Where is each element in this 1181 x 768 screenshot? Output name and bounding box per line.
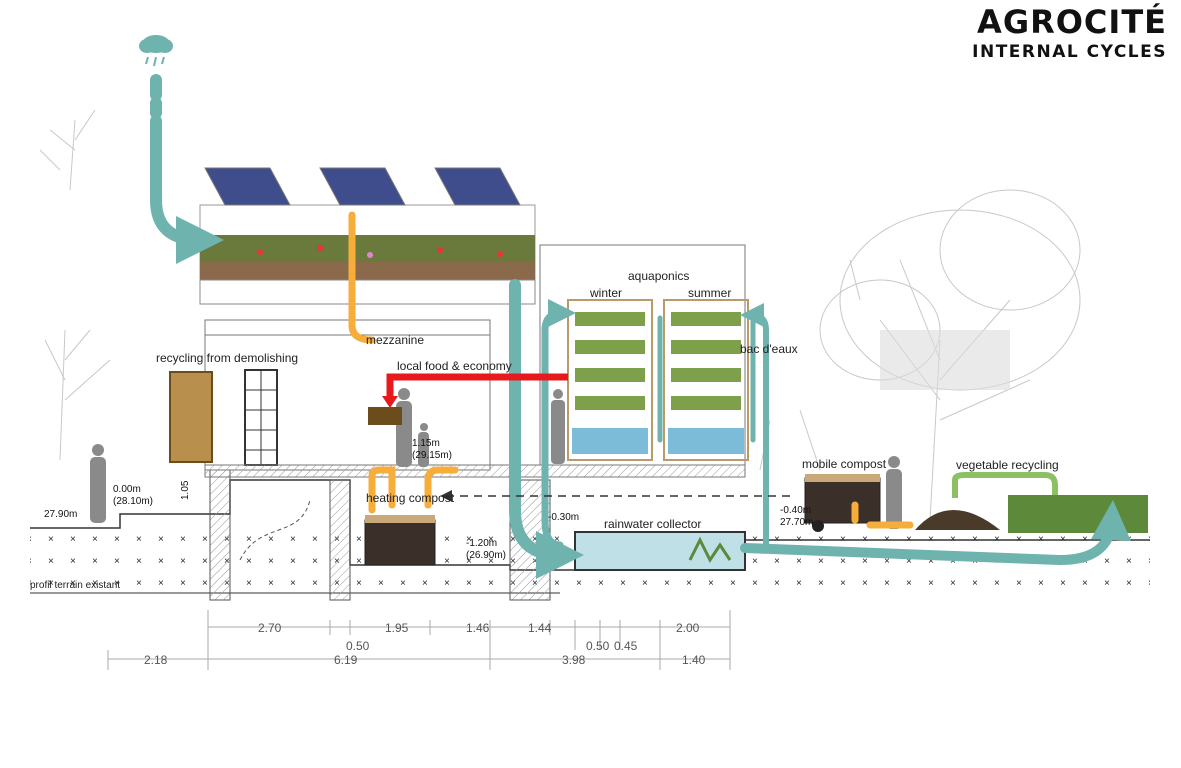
cart-wheel <box>812 520 824 532</box>
rain-cloud-icon <box>139 35 173 67</box>
label-summer: summer <box>688 286 731 300</box>
heating-compost-box <box>364 519 436 566</box>
green-roof <box>199 204 536 305</box>
tree-sketch-left <box>39 109 111 461</box>
level-minus-0-30: -0.30m <box>548 512 579 523</box>
dim-2-00: 2.00 <box>676 621 700 635</box>
title-block: AGROCITÉ INTERNAL CYCLES <box>972 6 1167 61</box>
label-aquaponics: aquaponics <box>628 269 689 283</box>
building-structure <box>204 244 746 478</box>
foundation-wall-mid <box>329 479 351 601</box>
dim-6-19: 6.19 <box>334 653 358 667</box>
level-27-70: 27.70m <box>780 517 813 528</box>
compost-heap <box>915 510 1000 530</box>
mobile-compost-lid <box>805 474 880 482</box>
aquaponics-rack-summer <box>663 299 749 461</box>
tree-shadow <box>880 330 1010 390</box>
aquaponics-rack-winter <box>567 299 653 461</box>
rainwater-tank <box>574 531 746 571</box>
label-rainwater-collector: rainwater collector <box>604 517 701 531</box>
water-flow-arrows <box>150 74 1131 579</box>
annotations: aquaponics winter summer bac d'eaux mezz… <box>30 269 1059 667</box>
person-figures <box>90 388 902 529</box>
dim-2-18: 2.18 <box>144 653 168 667</box>
mobile-compost-cart <box>804 477 881 524</box>
food-flow-head <box>382 396 398 408</box>
level-1-15: 1.15m <box>412 438 440 449</box>
label-winter: winter <box>589 286 622 300</box>
vegetable-flow-arrow <box>952 472 1058 498</box>
label-mezzanine: mezzanine <box>366 333 424 347</box>
tank-plants <box>688 536 732 563</box>
dashed-line-head <box>440 490 452 502</box>
subtitle: INTERNAL CYCLES <box>972 42 1167 62</box>
label-recycling-demolishing: recycling from demolishing <box>156 351 298 365</box>
level-28-10: (28.10m) <box>113 496 153 507</box>
compost-lid <box>365 515 435 523</box>
dim-1-95: 1.95 <box>385 621 409 635</box>
dim-1-44: 1.44 <box>528 621 552 635</box>
dim-0-50-b: 0.50 <box>586 639 610 653</box>
food-flow-arrow <box>386 373 568 398</box>
solar-panels <box>204 167 521 206</box>
dim-2-70: 2.70 <box>258 621 282 635</box>
dim-1-46: 1.46 <box>466 621 490 635</box>
label-bac-eaux: bac d'eaux <box>740 342 798 356</box>
dim-0-50-a: 0.50 <box>346 639 370 653</box>
dim-0-45: 0.45 <box>614 639 638 653</box>
dim-1-40: 1.40 <box>682 653 706 667</box>
level-26-90: (26.90m) <box>466 550 506 561</box>
recycled-cabinet <box>169 371 213 463</box>
level-minus-1-20: -1.20m <box>466 538 497 549</box>
label-local-food: local food & economy <box>397 359 512 373</box>
basement-dash <box>239 499 311 561</box>
vegetable-bed <box>1008 495 1148 533</box>
label-mobile-compost: mobile compost <box>802 457 887 471</box>
level-29-15: (29.15m) <box>412 450 452 461</box>
level-1-05: 1.05 <box>180 480 191 500</box>
level-minus-0-40: -0.40m <box>780 505 811 516</box>
label-profil-terrain: profil terrain existant <box>30 580 120 591</box>
label-vegetable-recycling: vegetable recycling <box>956 458 1059 472</box>
heat-flow-arrows <box>348 211 914 529</box>
level-0-00: 0.00m <box>113 484 141 495</box>
label-heating-compost: heating compost <box>366 491 455 505</box>
foundation-wall-left <box>209 469 231 601</box>
dimension-lines <box>107 610 731 670</box>
level-27-90: 27.90m <box>44 509 77 520</box>
dim-3-98: 3.98 <box>562 653 586 667</box>
food-crate <box>368 407 402 425</box>
main-title: AGROCITÉ <box>977 3 1167 41</box>
